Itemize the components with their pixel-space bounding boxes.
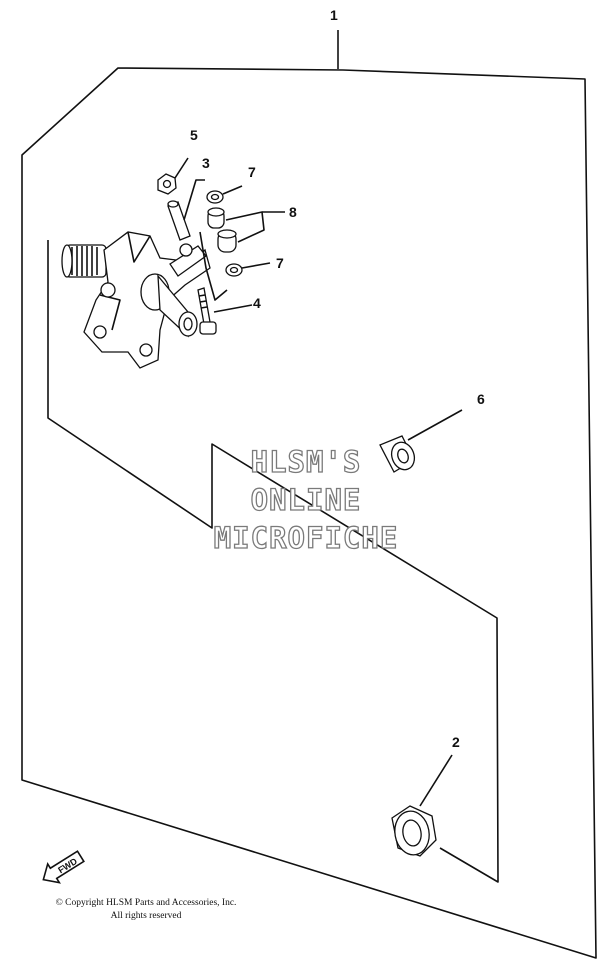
shift-lever-assembly bbox=[61, 231, 228, 369]
watermark-line-1: HLSM'S bbox=[251, 445, 362, 479]
callout-4: 4 bbox=[253, 295, 261, 311]
copyright-notice: © Copyright HLSM Parts and Accessories, … bbox=[30, 897, 262, 923]
part-5-nut bbox=[157, 157, 189, 195]
threaded-shaft bbox=[61, 244, 107, 278]
part-6-bushing bbox=[379, 409, 463, 473]
part-4-bolt bbox=[197, 287, 253, 335]
fwd-arrow-icon: FWD bbox=[42, 850, 85, 884]
callout-7-lower: 7 bbox=[276, 255, 284, 271]
part-8-bushings bbox=[207, 207, 285, 253]
callout-3: 3 bbox=[202, 155, 210, 171]
callout-2: 2 bbox=[452, 734, 460, 750]
callout-8: 8 bbox=[289, 204, 297, 220]
part-3-pin bbox=[167, 179, 205, 241]
copyright-line-2: All rights reserved bbox=[110, 911, 182, 921]
callout-6: 6 bbox=[477, 391, 485, 407]
part-2-seal bbox=[391, 754, 453, 857]
watermark: HLSM'S ONLINE MICROFICHE bbox=[213, 444, 399, 555]
copyright-line-1: © Copyright HLSM Parts and Accessories, … bbox=[55, 898, 237, 908]
watermark-line-3: MICROFICHE bbox=[214, 521, 399, 555]
watermark-line-2: ONLINE bbox=[251, 483, 362, 517]
callout-5: 5 bbox=[190, 127, 198, 143]
part-7-washer-upper bbox=[206, 185, 243, 204]
callout-7-upper: 7 bbox=[248, 164, 256, 180]
callout-1: 1 bbox=[330, 7, 338, 23]
assembly-outline bbox=[21, 30, 597, 959]
part-7-washer-lower bbox=[225, 262, 271, 277]
